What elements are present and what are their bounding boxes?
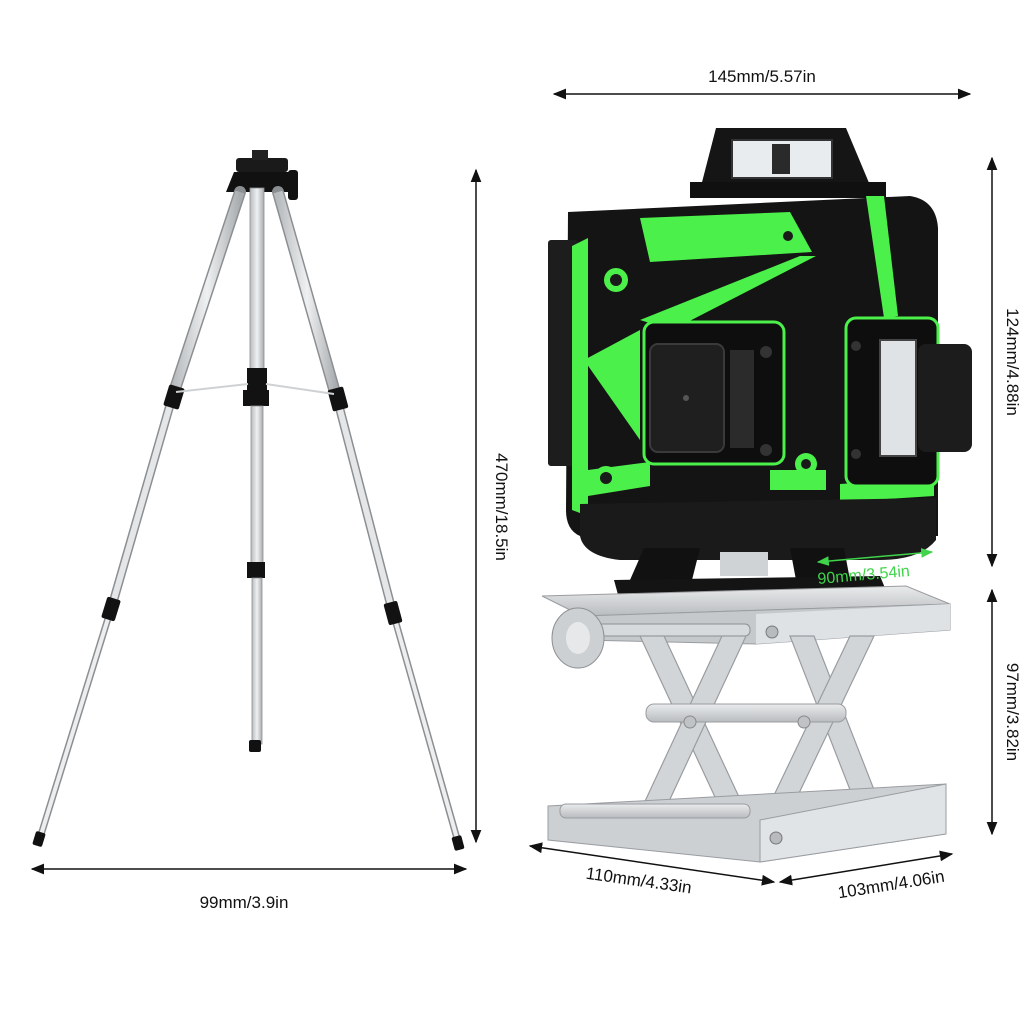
laser-height-label: 124mm/4.88in (1003, 308, 1022, 416)
tripod-height-label: 470mm/18.5in (492, 453, 511, 561)
laser-width-label: 145mm/5.57in (708, 67, 816, 86)
lift-cross-bar (645, 703, 847, 723)
laser-dimension-lines (528, 88, 998, 886)
laser-green-panel (640, 212, 812, 262)
tripod-width-label: 99mm/3.9in (200, 893, 289, 912)
tripod-center-column (249, 187, 265, 389)
lift-depth-label: 103mm/4.06in (836, 867, 945, 903)
tripod-head (236, 158, 288, 172)
lift-table (541, 585, 951, 863)
tripod-dimension-lines (30, 168, 482, 875)
tripod (32, 150, 465, 851)
lift-height-label: 97mm/3.82in (1003, 663, 1022, 761)
laser-level (548, 128, 972, 602)
lift-adjust-screw (589, 623, 751, 637)
laser-depth-line (816, 548, 934, 566)
lift-length-label: 110mm/4.33in (585, 864, 693, 898)
